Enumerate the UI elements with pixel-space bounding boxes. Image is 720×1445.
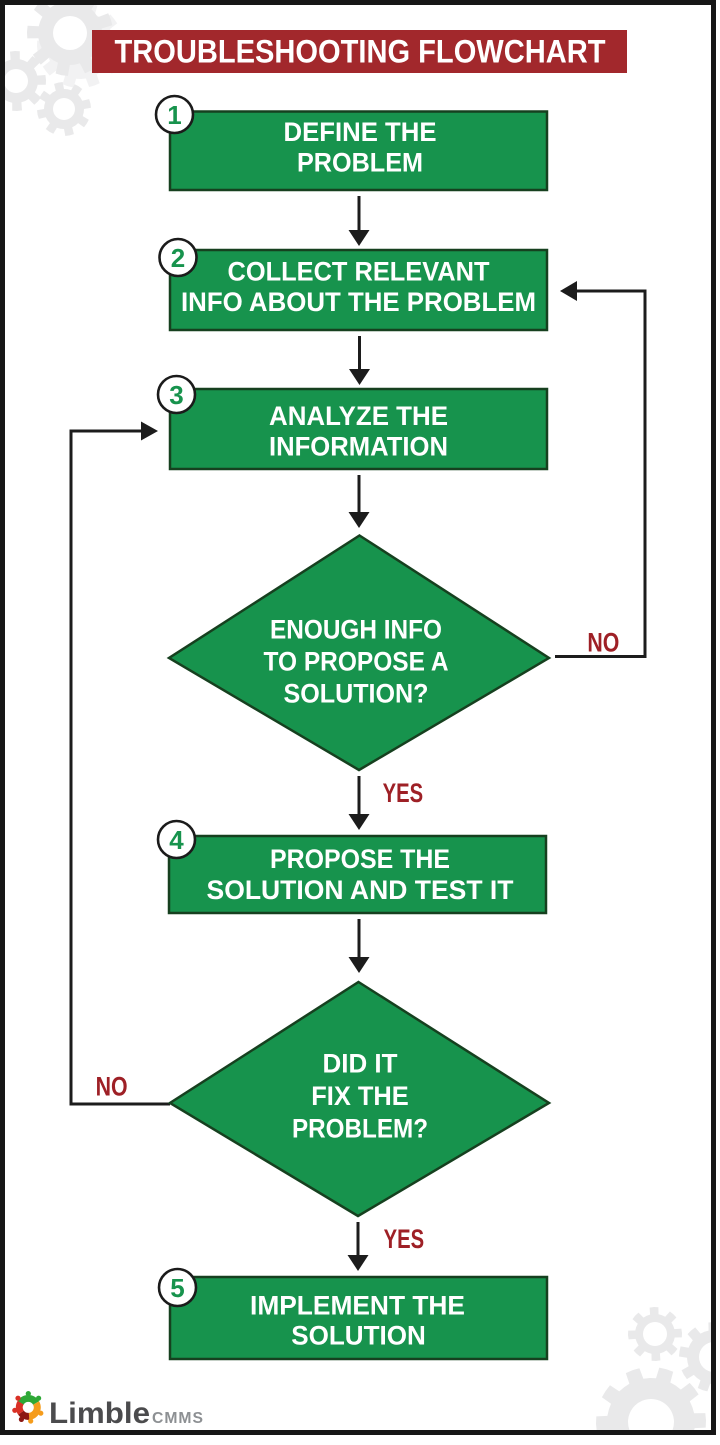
svg-text:COLLECT RELEVANT: COLLECT RELEVANT bbox=[228, 257, 490, 287]
svg-text:TO PROPOSE A: TO PROPOSE A bbox=[264, 647, 449, 677]
svg-text:DID IT: DID IT bbox=[323, 1049, 398, 1079]
svg-text:ANALYZE THE: ANALYZE THE bbox=[269, 401, 448, 431]
svg-text:4: 4 bbox=[169, 825, 184, 855]
svg-text:TROUBLESHOOTING FLOWCHART: TROUBLESHOOTING FLOWCHART bbox=[115, 34, 606, 70]
svg-text:YES: YES bbox=[383, 778, 424, 808]
svg-text:FIX THE: FIX THE bbox=[311, 1081, 409, 1111]
svg-text:SOLUTION: SOLUTION bbox=[291, 1321, 426, 1351]
svg-text:YES: YES bbox=[384, 1224, 425, 1254]
svg-text:CMMS: CMMS bbox=[152, 1410, 204, 1427]
svg-text:PROBLEM?: PROBLEM? bbox=[292, 1114, 428, 1144]
svg-text:NO: NO bbox=[96, 1072, 128, 1102]
svg-text:ENOUGH INFO: ENOUGH INFO bbox=[270, 614, 442, 644]
svg-text:SOLUTION AND TEST IT: SOLUTION AND TEST IT bbox=[207, 875, 514, 905]
svg-text:PROBLEM: PROBLEM bbox=[297, 148, 423, 178]
svg-text:1: 1 bbox=[167, 100, 181, 130]
svg-text:INFO ABOUT THE PROBLEM: INFO ABOUT THE PROBLEM bbox=[181, 287, 536, 317]
svg-text:PROPOSE THE: PROPOSE THE bbox=[270, 844, 450, 874]
svg-text:SOLUTION?: SOLUTION? bbox=[284, 679, 429, 709]
svg-text:IMPLEMENT THE: IMPLEMENT THE bbox=[250, 1291, 465, 1321]
svg-text:DEFINE THE: DEFINE THE bbox=[284, 117, 437, 147]
svg-text:NO: NO bbox=[587, 627, 619, 657]
svg-text:Limble: Limble bbox=[49, 1397, 150, 1430]
svg-text:2: 2 bbox=[171, 243, 185, 273]
svg-text:3: 3 bbox=[169, 380, 183, 410]
svg-text:INFORMATION: INFORMATION bbox=[269, 432, 448, 462]
svg-text:5: 5 bbox=[170, 1273, 184, 1303]
